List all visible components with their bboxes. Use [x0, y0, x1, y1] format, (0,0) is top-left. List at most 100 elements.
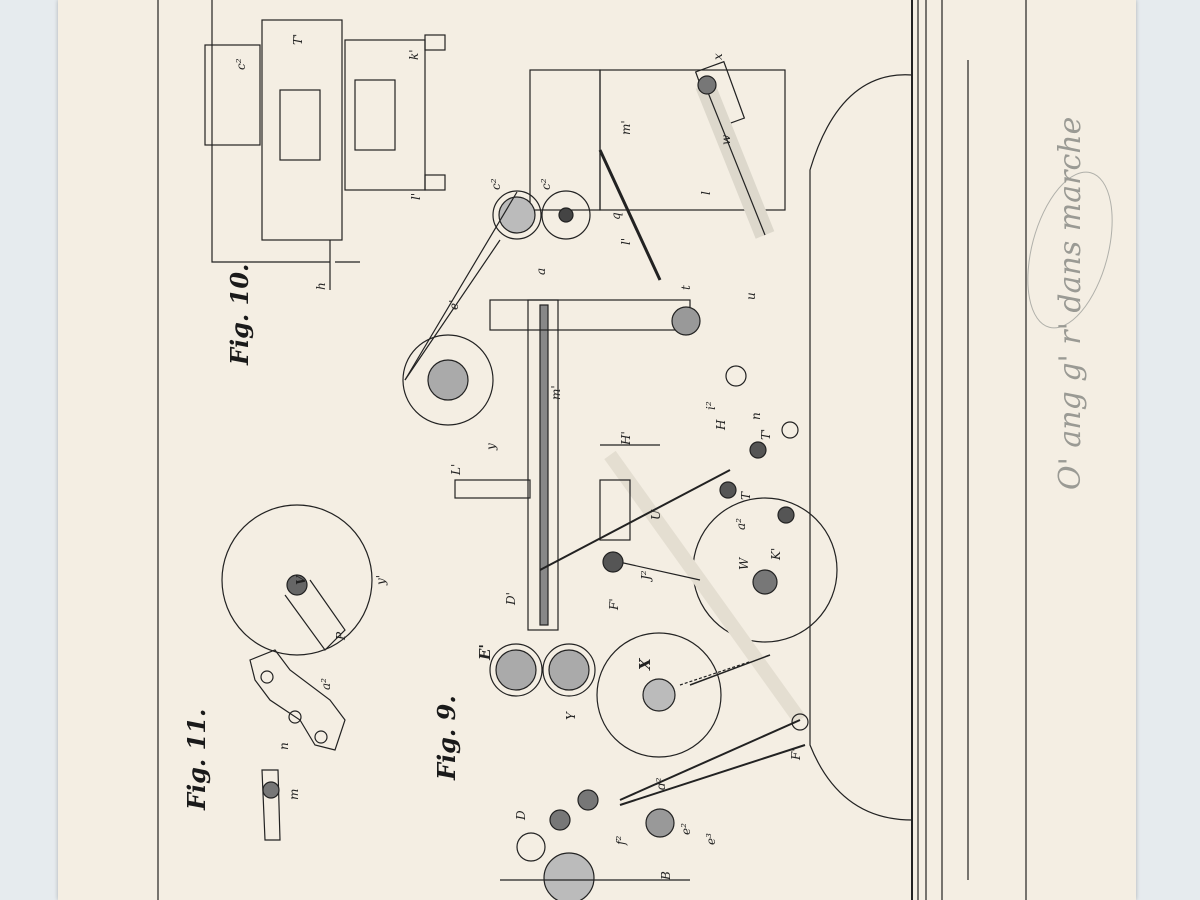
drawing-stroke — [539, 304, 549, 626]
drawing-stroke — [548, 649, 590, 691]
part-label: F' — [789, 748, 803, 761]
drawing-stroke — [541, 190, 591, 240]
drawing-stroke — [402, 334, 494, 426]
figure-11-drawing — [221, 504, 373, 841]
figure-9-label: Fig. 9. — [432, 695, 461, 781]
drawing-stroke — [609, 559, 701, 581]
part-label: l' — [409, 193, 423, 200]
drawing-stroke — [261, 769, 281, 841]
drawing-stroke — [596, 632, 722, 758]
part-label: T' — [291, 34, 305, 45]
drawing-stroke — [211, 0, 330, 263]
drawing-stroke — [539, 469, 731, 571]
part-label: H' — [619, 431, 633, 446]
drawing-stroke — [781, 421, 799, 439]
drawing-stroke — [542, 643, 596, 697]
part-label: c² — [234, 58, 248, 70]
part-label: l' — [619, 238, 633, 245]
part-label: w — [719, 134, 733, 145]
drawing-stroke — [704, 84, 766, 236]
part-label: a² — [734, 518, 748, 530]
drawing-stroke — [689, 654, 771, 686]
part-label: d² — [654, 777, 668, 790]
part-label: y' — [374, 575, 388, 586]
part-label: D — [514, 810, 528, 821]
drawing-stroke — [354, 79, 396, 151]
pencil-note: O' ang g' r' dans marche — [1053, 117, 1088, 490]
part-label: W — [737, 556, 751, 570]
drawing-stroke — [249, 649, 346, 751]
drawing-stroke — [543, 852, 595, 900]
drawing-stroke — [260, 670, 274, 684]
part-label: e' — [447, 300, 461, 310]
part-label: T — [739, 491, 753, 500]
part-labels: x w m' l l' q c² c² t u a e' y m' L' H' … — [234, 34, 803, 881]
drawing-stroke — [157, 0, 1027, 900]
drawing-stroke — [619, 719, 801, 801]
figure-10-label: Fig. 10. — [225, 264, 254, 366]
part-label: m' — [549, 385, 563, 400]
drawing-stroke — [279, 89, 321, 161]
drawing-stroke — [577, 789, 599, 811]
part-label: e³ — [704, 833, 718, 845]
drawing-stroke — [809, 205, 913, 821]
drawing-stroke — [697, 75, 717, 95]
drawing-stroke — [558, 207, 574, 223]
drawing-stroke — [492, 190, 542, 240]
drawing-stroke — [642, 678, 676, 712]
part-label: P — [334, 631, 348, 641]
drawing-stroke — [262, 781, 280, 799]
part-label: X — [636, 657, 654, 671]
figure-10-drawing — [204, 0, 446, 290]
part-label: n — [277, 742, 291, 750]
part-label: L' — [449, 464, 463, 476]
drawing-stroke — [495, 649, 537, 691]
patent-sheet — [58, 0, 1136, 900]
part-label: t — [679, 285, 693, 290]
drawing-stroke — [645, 808, 675, 838]
drawing-stroke — [679, 654, 771, 686]
drawing-stroke — [261, 19, 343, 241]
part-label: Y — [564, 711, 578, 720]
part-label: m — [287, 789, 301, 800]
drawing-stroke — [549, 809, 571, 831]
drawing-stroke — [602, 551, 624, 573]
part-label: a — [534, 268, 548, 275]
drawing-stroke — [286, 574, 308, 596]
drawing-stroke — [599, 479, 631, 541]
part-label: a² — [319, 678, 333, 690]
drawing-stroke — [489, 299, 691, 331]
drawing-stroke — [344, 39, 426, 191]
drawing-stroke — [809, 74, 913, 205]
drawing-stroke — [284, 579, 346, 651]
drawing-stroke — [725, 365, 747, 387]
part-label: h — [314, 282, 328, 290]
part-label: V — [294, 574, 308, 585]
part-label: i² — [704, 401, 718, 410]
part-label: U — [649, 509, 663, 520]
part-label: F' — [607, 598, 621, 611]
part-label: q — [609, 212, 623, 220]
part-label: c² — [539, 178, 553, 190]
part-label: T' — [759, 429, 773, 440]
drawing-stroke — [204, 44, 261, 146]
drawing-stroke — [749, 441, 767, 459]
drawing-stroke — [777, 506, 795, 524]
part-label: l — [699, 191, 713, 195]
part-label: m' — [619, 120, 633, 135]
part-label: f² — [614, 836, 628, 846]
drawing-stroke — [314, 730, 328, 744]
part-label: y — [484, 443, 498, 451]
drawing-stroke — [516, 832, 546, 862]
drawing-stroke — [619, 744, 806, 806]
drawing-stroke — [598, 149, 662, 281]
drawing-stroke — [1027, 171, 1113, 329]
part-label: K' — [769, 548, 783, 561]
part-label: D' — [504, 592, 518, 606]
drawing-stroke — [498, 196, 536, 234]
part-label: x — [711, 53, 725, 60]
drawing-stroke — [288, 710, 302, 724]
drawing-stroke — [719, 481, 737, 499]
drawing-stroke — [599, 69, 786, 211]
